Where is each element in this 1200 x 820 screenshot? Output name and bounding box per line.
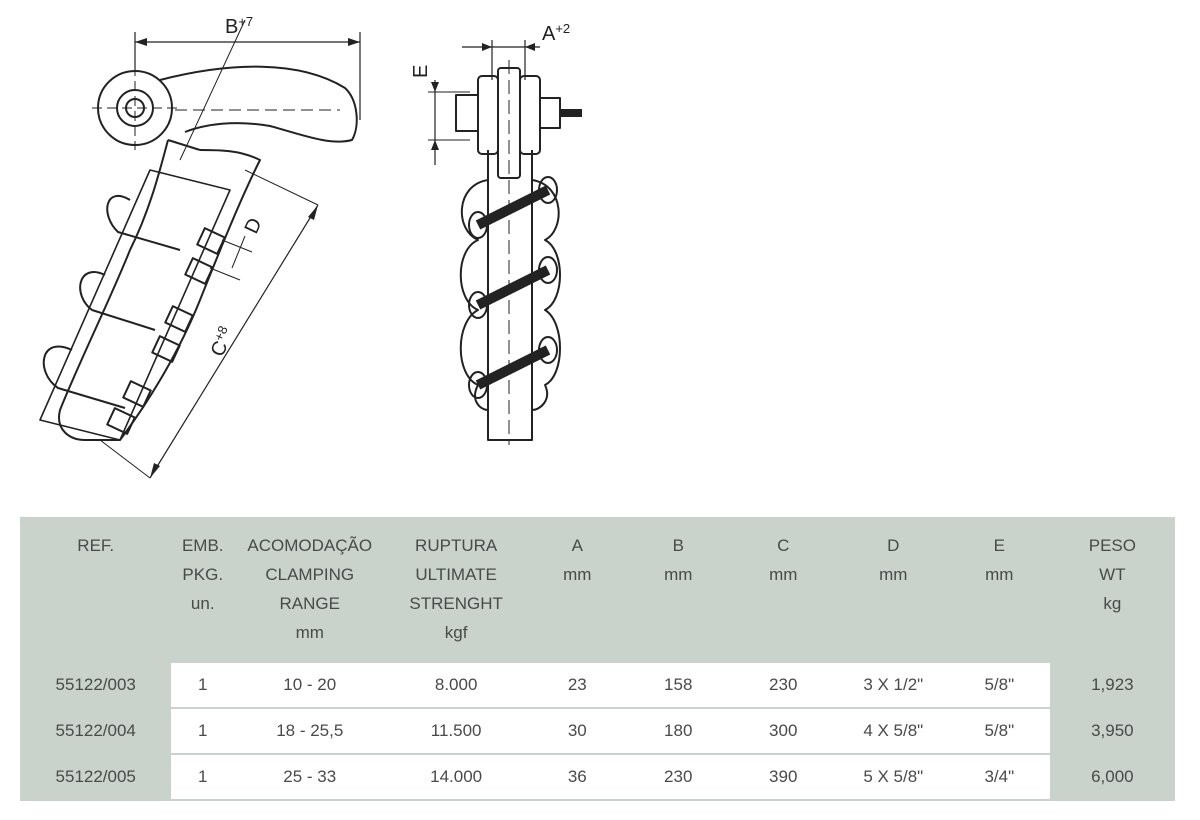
- column-header-line: un.: [190, 594, 215, 613]
- column-header-line: mm: [664, 565, 693, 584]
- clamp-side-view: [39, 19, 361, 479]
- table-cell: 1: [171, 707, 235, 754]
- column-header-line: E: [993, 536, 1005, 555]
- dim-label-b: B+7: [225, 14, 253, 38]
- column-header-line: STRENGHT: [409, 594, 503, 613]
- header-row: REF. EMB. PKG. un. ACOMODAÇÃO CLAMPING RANGE mm…: [20, 517, 1175, 662]
- column-header-line: mm: [985, 565, 1014, 584]
- table-cell: 10 - 20: [234, 661, 386, 708]
- column-header-line: PESO: [1088, 536, 1136, 555]
- column-header-line: mm: [879, 565, 908, 584]
- column-header: PESO WT kg: [1049, 517, 1175, 662]
- table-cell: 55122/005: [20, 753, 172, 801]
- table-cell: 158: [627, 661, 729, 708]
- column-header: ACOMODAÇÃO CLAMPING RANGE mm: [234, 517, 386, 662]
- table-cell: 3,950: [1049, 707, 1175, 754]
- column-header-line: REF.: [77, 536, 115, 555]
- table-cell: 180: [627, 707, 729, 754]
- table-cell: 5/8": [948, 661, 1050, 708]
- column-header-line: mm: [295, 623, 324, 642]
- table-cell: 390: [728, 753, 838, 801]
- column-header: EMB. PKG. un.: [171, 517, 235, 662]
- table-cell: 1: [171, 753, 235, 801]
- table-cell: 36: [526, 753, 628, 801]
- spec-table-header: REF. EMB. PKG. un. ACOMODAÇÃO CLAMPING RANGE mm…: [20, 517, 1175, 662]
- dim-label-a: A+2: [542, 21, 570, 45]
- table-cell: 11.500: [385, 707, 527, 754]
- table-cell: 5 X 5/8": [837, 753, 949, 801]
- dim-label-e: E: [410, 65, 432, 78]
- column-header-line: B: [672, 536, 684, 555]
- table-cell: 23: [526, 661, 628, 708]
- column-header-line: kgf: [444, 623, 468, 642]
- dim-label-d: D: [241, 215, 267, 237]
- column-header: REF.: [20, 517, 172, 662]
- table-cell: 55122/004: [20, 707, 172, 754]
- table-cell: 5/8": [948, 707, 1050, 754]
- table-cell: 14.000: [385, 753, 527, 801]
- column-header-line: mm: [769, 565, 798, 584]
- table-cell: 3 X 1/2": [837, 661, 949, 708]
- column-header-line: C: [777, 536, 790, 555]
- table-cell: 230: [627, 753, 729, 801]
- clamp-front-view: [428, 40, 582, 445]
- column-header-line: EMB.: [181, 536, 224, 555]
- column-header-line: RUPTURA: [415, 536, 498, 555]
- table-cell: 18 - 25,5: [234, 707, 386, 754]
- spec-table: REF. EMB. PKG. un. ACOMODAÇÃO CLAMPING RANGE mm…: [20, 517, 1175, 801]
- column-header: RUPTURA ULTIMATE STRENGHT kgf: [385, 517, 527, 662]
- dim-label-c: C+8: [205, 323, 239, 360]
- column-header-line: kg: [1103, 594, 1122, 613]
- column-header-line: PKG.: [182, 565, 224, 584]
- table-cell: 4 X 5/8": [837, 707, 949, 754]
- table-cell: 8.000: [385, 661, 527, 708]
- column-header-line: ACOMODAÇÃO: [247, 536, 373, 555]
- table-cell: 55122/003: [20, 661, 172, 708]
- column-header-line: D: [887, 536, 900, 555]
- table-cell: 1: [171, 661, 235, 708]
- column-header-line: CLAMPING: [265, 565, 355, 584]
- table-cell: 1,923: [1049, 661, 1175, 708]
- column-header-line: mm: [563, 565, 592, 584]
- column-header-line: A: [571, 536, 583, 555]
- table-cell: 3/4": [948, 753, 1050, 801]
- table-cell: 300: [728, 707, 838, 754]
- technical-drawing: B+7 A+2 D C+8 E: [39, 14, 582, 479]
- table-cell: 25 - 33: [234, 753, 386, 801]
- column-header-line: WT: [1099, 565, 1126, 584]
- column-header-line: RANGE: [279, 594, 340, 613]
- table-cell: 230: [728, 661, 838, 708]
- table-cell: 6,000: [1049, 753, 1175, 801]
- table-cell: 30: [526, 707, 628, 754]
- column-header-line: ULTIMATE: [415, 565, 497, 584]
